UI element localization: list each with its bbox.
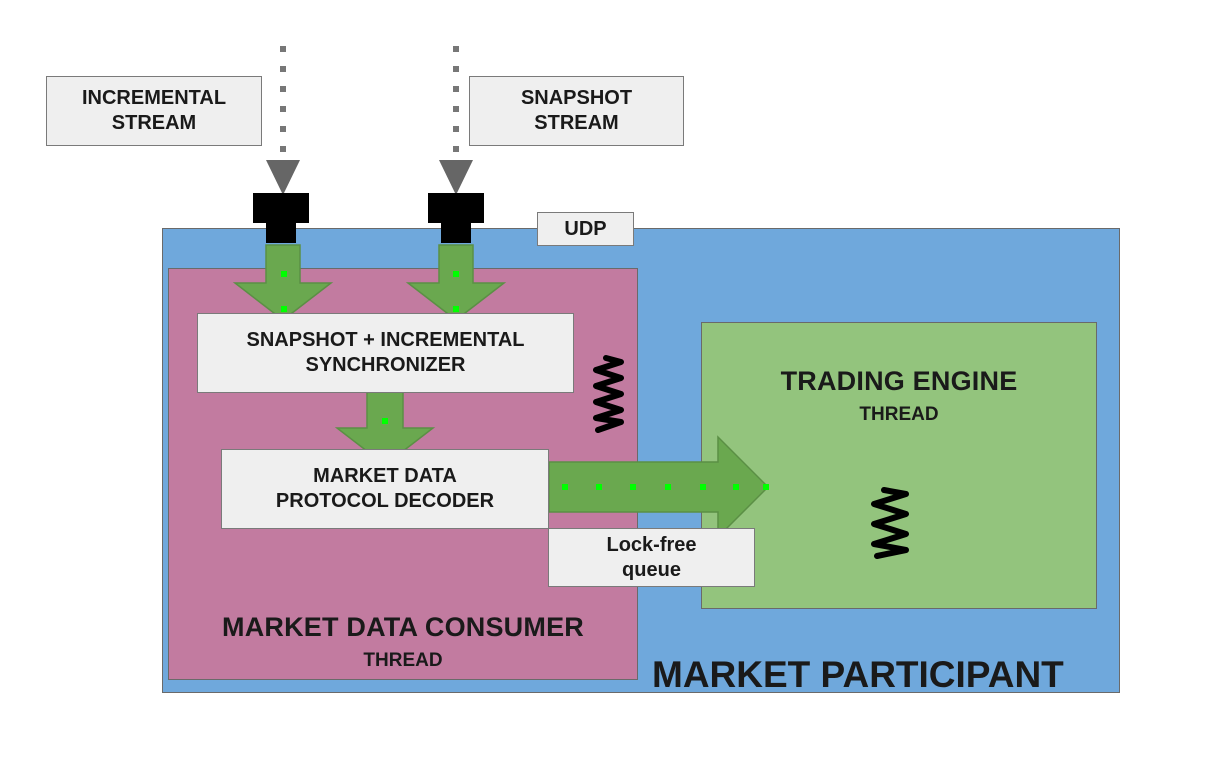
synchronizer-line2: SYNCHRONIZER	[305, 354, 466, 376]
engine-thread-spring-icon	[871, 487, 909, 559]
snapshot-udp-socket-icon	[428, 193, 484, 243]
udp-label-text: UDP	[564, 217, 607, 240]
trading-engine-subtitle: THREAD	[859, 404, 939, 425]
snapshot-dotted-arrow-icon	[439, 46, 473, 195]
lock-free-queue-arrow	[548, 435, 770, 539]
consumer-thread-spring-icon	[593, 355, 624, 433]
decoder-line1: MARKET DATA	[313, 465, 457, 487]
market-participant-title: MARKET PARTICIPANT	[652, 654, 1064, 695]
incremental-udp-socket-icon	[253, 193, 309, 243]
incremental-stream-line2: STREAM	[111, 112, 197, 134]
snapshot-stream-line1: SNAPSHOT	[520, 87, 633, 109]
snapshot-stream-label: SNAPSHOT STREAM	[469, 76, 684, 146]
synchronizer-line1: SNAPSHOT + INCREMENTAL	[246, 329, 525, 351]
udp-label: UDP	[537, 212, 634, 246]
queue-line2: queue	[622, 558, 681, 581]
consumer-subtitle: THREAD	[363, 650, 443, 671]
consumer-title: MARKET DATA CONSUMER	[222, 612, 584, 642]
synchronizer-box: SNAPSHOT + INCREMENTAL SYNCHRONIZER	[197, 313, 574, 393]
protocol-decoder-box: MARKET DATA PROTOCOL DECODER	[221, 449, 549, 529]
incremental-down-arrow	[232, 244, 334, 321]
incremental-stream-line1: INCREMENTAL	[81, 87, 227, 109]
decoder-line2: PROTOCOL DECODER	[275, 490, 495, 512]
trading-engine-box	[701, 322, 1097, 609]
trading-engine-title: TRADING ENGINE	[780, 366, 1018, 396]
snapshot-stream-line2: STREAM	[534, 112, 619, 134]
lock-free-queue-label: Lock-free queue	[548, 528, 755, 587]
incremental-stream-label: INCREMENTAL STREAM	[46, 76, 262, 146]
incremental-dotted-arrow-icon	[266, 46, 300, 195]
queue-line1: Lock-free	[606, 533, 697, 556]
snapshot-down-arrow	[405, 244, 507, 321]
